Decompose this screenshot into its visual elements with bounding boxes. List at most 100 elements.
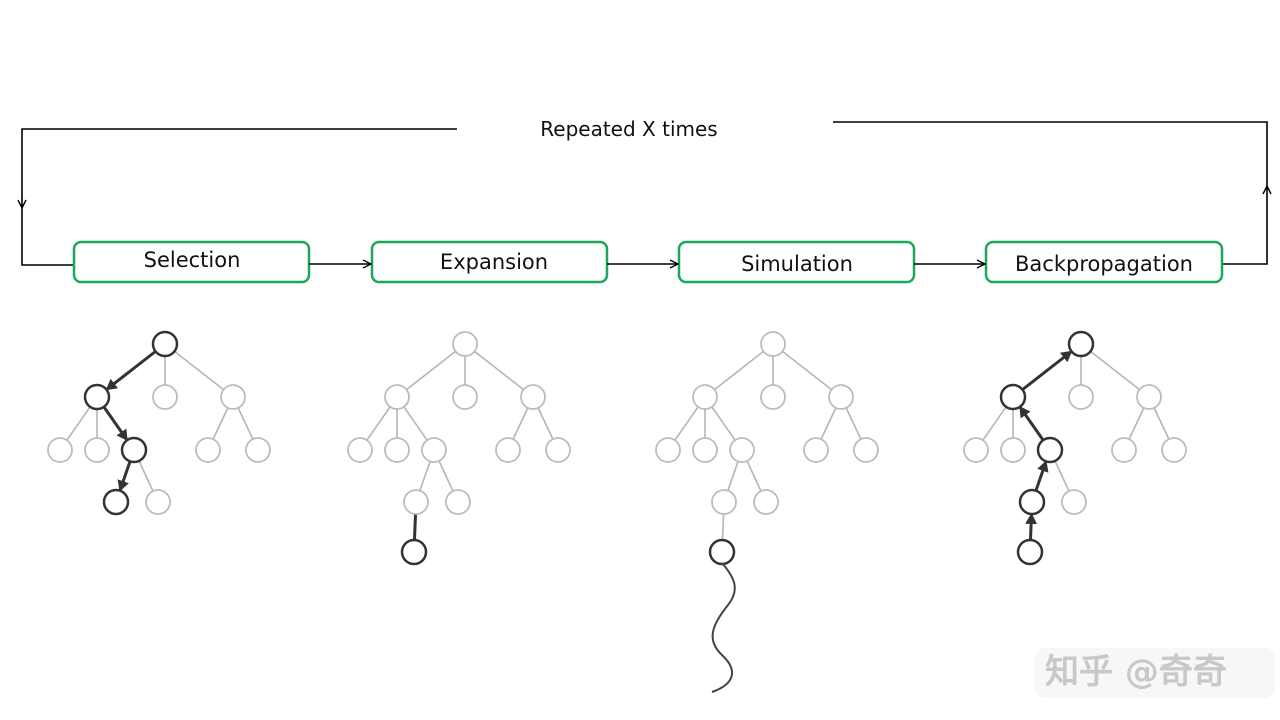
tree-edge [438,460,454,492]
tree-edge [711,406,736,441]
tree-edge [982,406,1007,441]
watermark-text: 知乎 @奇奇 [1045,652,1227,692]
tree-edge [1054,460,1070,492]
tree-node-highlighted [999,383,1027,411]
step-backpropagation: Backpropagation [984,240,1224,284]
tree-node-highlighted [102,488,130,516]
tree-edge [512,407,529,440]
tree-node-highlighted [708,538,736,566]
tree-node [384,437,410,463]
watermark: 知乎 @奇奇 [1035,648,1275,698]
tree-edge [138,460,154,492]
tree-node [195,437,221,463]
tree-node-highlighted [83,383,111,411]
tree-edge [403,406,428,441]
loop-arrow [22,121,1267,266]
tree-edge [781,350,833,391]
tree-node [421,437,447,463]
tree-node [753,489,779,515]
tree-edge-highlighted [1025,512,1038,541]
tree-node [403,489,429,515]
tree-backpropagation [963,330,1187,566]
tree-edge [537,407,554,440]
tree-node [853,437,879,463]
tree-node-highlighted [1018,488,1046,516]
tree-node [1136,384,1162,410]
tree-edge [721,513,725,541]
tree-node [445,489,471,515]
tree-node [711,489,737,515]
tree-node [152,384,178,410]
step-label-simulation: Simulation [741,252,853,276]
tree-edge-highlighted [102,405,129,442]
step-label-selection: Selection [144,248,241,272]
tree-node [520,384,546,410]
tree-expansion [347,331,571,566]
rollout-path [711,562,736,693]
tree-edge [713,350,765,391]
tree-edge [212,407,229,440]
tree-node [760,331,786,357]
tree-edge-highlighted [1034,460,1049,492]
tree-node [220,384,246,410]
tree-edge [1089,350,1141,391]
tree-edge [366,406,391,441]
tree-edge-highlighted [1021,350,1073,391]
tree-edge [674,406,699,441]
tree-node-highlighted [120,436,148,464]
tree-node [1111,437,1137,463]
tree-edge [727,461,739,491]
tree-edge [1128,407,1145,440]
tree-edge [237,407,254,440]
tree-edge [1153,407,1170,440]
tree-node [655,437,681,463]
tree-node [963,437,989,463]
tree-node-highlighted [1036,436,1064,464]
tree-node [1068,384,1094,410]
tree-node [1000,437,1026,463]
tree-edge [173,350,225,391]
tree-node [347,437,373,463]
tree-node [1161,437,1187,463]
tree-node [692,437,718,463]
tree-node-highlighted [151,330,179,358]
tree-edge [820,407,837,440]
tree-node [84,437,110,463]
tree-node-highlighted [1067,330,1095,358]
tree-edge [405,350,457,391]
tree-node [145,489,171,515]
tree-node [803,437,829,463]
tree-node [452,384,478,410]
tree-edge [746,460,762,492]
tree-simulation [655,331,879,566]
tree-node [452,331,478,357]
tree-edge-highlighted [412,513,418,541]
tree-node [47,437,73,463]
tree-node [245,437,271,463]
step-label-backpropagation: Backpropagation [1015,252,1193,276]
loop-label: Repeated X times [540,117,717,141]
tree-edge-highlighted [105,350,157,391]
tree-edge-highlighted [1018,405,1045,442]
step-selection: Selection [72,240,311,284]
tree-node [760,384,786,410]
tree-edge [845,407,862,440]
tree-edge [419,461,431,491]
tree-node [495,437,521,463]
tree-edge [66,406,91,441]
step-label-expansion: Expansion [440,250,548,274]
tree-node [729,437,755,463]
tree-node [545,437,571,463]
tree-edge [473,350,525,391]
tree-node-highlighted [1016,538,1044,566]
tree-node [384,384,410,410]
step-simulation: Simulation [677,240,916,284]
tree-selection [47,330,271,516]
tree-node [1061,489,1087,515]
tree-edge-highlighted [117,460,132,492]
tree-node [828,384,854,410]
step-expansion: Expansion [370,240,609,284]
tree-node [692,384,718,410]
tree-node-highlighted [400,538,428,566]
